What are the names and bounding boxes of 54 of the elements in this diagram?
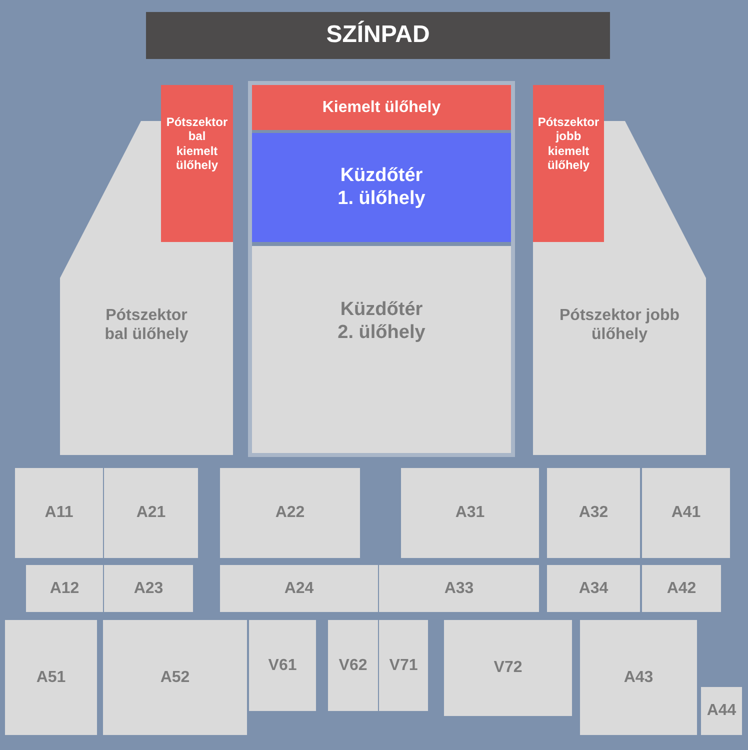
seating-section — [249, 620, 316, 711]
seating-section — [15, 468, 103, 558]
stage-label: SZÍNPAD — [326, 21, 430, 50]
seating-section — [580, 620, 697, 735]
section-label: A12 — [50, 578, 80, 598]
seating-section — [252, 246, 511, 453]
seating-section — [547, 565, 640, 612]
seating-section — [642, 565, 721, 612]
seating-section — [379, 565, 539, 612]
section-label: A23 — [134, 578, 164, 598]
seating-section — [533, 85, 604, 242]
stage-block — [146, 12, 610, 59]
seating-section — [220, 468, 360, 558]
section-label: A32 — [578, 503, 608, 523]
seating-section — [642, 468, 730, 558]
section-label: V71 — [389, 656, 418, 676]
section-label: A24 — [284, 578, 314, 598]
section-label: A44 — [706, 701, 736, 721]
section-label: Kiemelt ülőhely — [322, 98, 441, 118]
seating-section — [444, 620, 572, 716]
seating-section — [701, 687, 742, 735]
seating-section — [103, 620, 247, 735]
seating-section — [5, 620, 97, 735]
seating-section — [161, 85, 233, 242]
section-label: A21 — [136, 503, 166, 523]
seating-section — [220, 565, 378, 612]
section-label: A11 — [44, 503, 74, 523]
section-label: A52 — [160, 668, 190, 688]
section-label: A34 — [578, 578, 608, 598]
seating-section — [252, 85, 511, 130]
seating-section — [379, 620, 428, 711]
section-label: A51 — [36, 668, 66, 688]
section-label: A43 — [624, 668, 654, 688]
section-label: V61 — [268, 656, 297, 676]
section-label: Pótszektor bal kiemelt ülőhely — [166, 114, 228, 172]
section-label: V62 — [338, 656, 368, 676]
section-label: A22 — [275, 503, 305, 523]
section-label: Küzdőtér 1. ülőhely — [336, 164, 426, 210]
section-label: Pótszektor jobb kiemelt ülőhely — [538, 114, 600, 172]
seating-section — [104, 468, 198, 558]
section-label: A42 — [666, 578, 696, 598]
section-label: A33 — [444, 578, 474, 598]
section-label: V72 — [494, 658, 522, 678]
seating-section — [401, 468, 539, 558]
seating-section — [104, 565, 193, 612]
section-label: Küzdőtér 2. ülőhely — [336, 298, 426, 344]
section-label: Pótszektor bal ülőhely — [104, 306, 190, 344]
section-label: Pótszektor jobb ülőhely — [560, 306, 680, 344]
seating-section — [252, 133, 511, 242]
seating-section — [547, 468, 640, 558]
section-label: A31 — [455, 503, 485, 523]
seating-section — [26, 565, 103, 612]
seating-section — [328, 620, 378, 711]
section-label: A41 — [671, 503, 701, 523]
